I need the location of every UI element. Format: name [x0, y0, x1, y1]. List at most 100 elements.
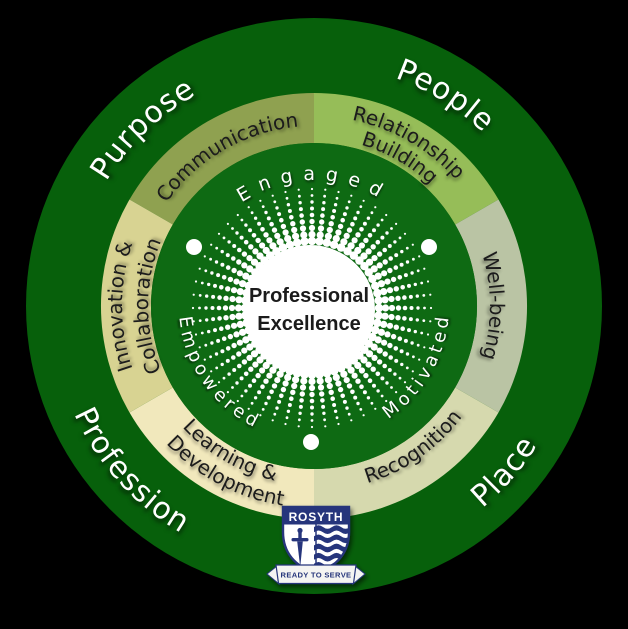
halftone-dot — [220, 349, 225, 354]
halftone-dot — [235, 296, 243, 304]
halftone-dot — [429, 320, 432, 323]
halftone-dot — [395, 222, 398, 225]
halftone-dot — [284, 235, 292, 243]
halftone-dot — [319, 219, 325, 225]
halftone-dot — [239, 280, 247, 288]
halftone-dot — [234, 304, 243, 312]
halftone-dot — [354, 246, 362, 255]
halftone-dot — [400, 362, 404, 367]
halftone-dot — [397, 275, 403, 280]
halftone-dot — [209, 257, 213, 261]
halftone-dot — [346, 383, 353, 389]
halftone-dot — [214, 260, 219, 264]
halftone-dot — [365, 248, 372, 255]
halftone-dot — [213, 328, 217, 333]
halftone-dot — [380, 394, 384, 398]
halftone-dot — [236, 399, 239, 403]
halftone-dot — [220, 362, 224, 367]
halftone-dot — [246, 343, 254, 351]
halftone-dot — [198, 306, 201, 310]
halftone-dot — [388, 313, 395, 321]
halftone-dot — [209, 355, 213, 359]
halftone-dot — [322, 411, 326, 415]
halftone-dot — [222, 305, 229, 311]
halftone-dot — [353, 395, 358, 400]
halftone-dot — [350, 419, 353, 422]
segment-innovation-collaboration — [100, 199, 173, 413]
halftone-dot — [412, 355, 415, 359]
halftone-dot — [411, 370, 414, 373]
halftone-dot — [225, 358, 230, 363]
halftone-dot — [390, 276, 397, 283]
halftone-dot — [241, 251, 248, 257]
halftone-dot — [247, 206, 250, 209]
halftone-dot — [308, 377, 316, 386]
halftone-dot — [248, 383, 252, 388]
halftone-dot — [242, 272, 250, 280]
halftone-dot — [228, 304, 236, 312]
halftone-dot — [251, 378, 257, 384]
halftone-dot — [407, 328, 411, 333]
halftone-dot — [297, 188, 300, 191]
halftone-dot — [266, 216, 271, 221]
halftone-dots — [191, 187, 433, 429]
halftone-dot — [225, 324, 231, 330]
halftone-dot — [374, 311, 383, 320]
halftone-dot — [269, 242, 277, 250]
halftone-dot — [345, 406, 349, 410]
halftone-dot — [387, 244, 392, 248]
halftone-dot — [244, 389, 248, 393]
halftone-dot — [239, 235, 244, 240]
halftone-dot — [376, 223, 380, 227]
halftone-dot — [356, 401, 360, 406]
halftone-dot — [251, 233, 257, 238]
halftone-dot — [367, 378, 373, 384]
halftone-dot — [395, 295, 401, 301]
halftone-dot — [337, 386, 344, 393]
halftone-dot — [233, 331, 240, 338]
halftone-dot — [337, 190, 340, 194]
halftone-dot — [227, 240, 231, 244]
halftone-dot — [260, 227, 265, 232]
halftone-dot — [354, 361, 362, 370]
halftone-dot — [412, 257, 415, 261]
halftone-dot — [371, 255, 378, 262]
halftone-dot — [261, 205, 265, 209]
halftone-dot — [269, 389, 274, 395]
halftone-dot — [310, 405, 314, 410]
halftone-dot — [426, 333, 430, 336]
halftone-dot — [292, 238, 302, 247]
halftone-dot — [273, 200, 277, 204]
halftone-dot — [230, 322, 238, 329]
halftone-dot — [380, 218, 384, 222]
halftone-dot — [316, 231, 324, 239]
halftone-dot — [376, 262, 383, 269]
center-line2-text: Excellence — [257, 313, 360, 335]
halftone-dot — [368, 274, 377, 284]
halftone-dot — [240, 394, 244, 398]
halftone-dot — [222, 236, 226, 240]
halftone-dot — [309, 391, 315, 398]
halftone-dot — [376, 251, 383, 257]
halftone-dot — [309, 398, 315, 404]
halftone-dot — [367, 233, 373, 238]
halftone-dot — [257, 221, 262, 226]
halftone-dot — [365, 361, 372, 368]
halftone-dot — [290, 221, 296, 227]
halftone-dot — [310, 419, 314, 422]
halftone-dot — [244, 223, 248, 227]
halftone-dot — [350, 389, 355, 395]
halftone-dot — [211, 294, 216, 299]
halftone-dot — [298, 207, 303, 212]
halftone-dot — [324, 425, 327, 428]
halftone-dot — [402, 295, 407, 300]
halftone-dot — [403, 232, 407, 235]
halftone-dot — [227, 276, 234, 283]
halftone-dot — [289, 215, 294, 220]
halftone-dot — [264, 210, 268, 215]
halftone-dot — [382, 351, 388, 357]
halftone-dot — [347, 200, 351, 204]
halftone-dot — [376, 359, 383, 365]
